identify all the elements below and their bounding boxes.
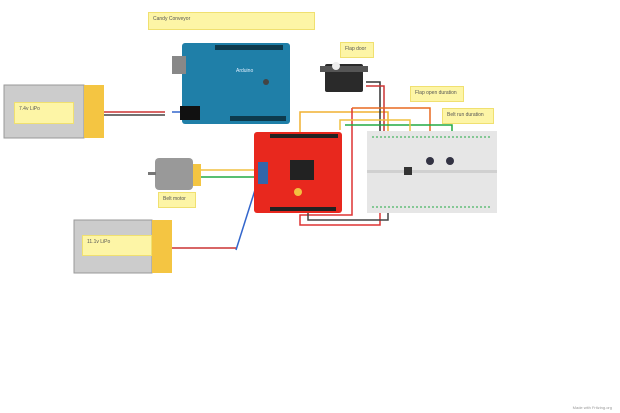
motor-note: Belt motor — [158, 192, 196, 208]
title-note: Candy Conveyor — [148, 12, 315, 30]
battery1-label: 7.4v LiPo — [14, 102, 74, 124]
potentiometer-belt[interactable] — [446, 157, 454, 165]
push-button[interactable] — [404, 167, 412, 175]
fritzing-footer: Made with Fritzing.org — [572, 405, 612, 410]
pot2-note: Belt run duration — [442, 108, 494, 124]
servo-note: Flap door — [340, 42, 374, 58]
servo — [320, 62, 368, 92]
arduino-logo: Arduino — [236, 68, 253, 74]
potentiometer-flap[interactable] — [426, 157, 434, 165]
battery2-label: 11.1v LiPo — [82, 235, 152, 256]
pot1-note: Flap open duration — [410, 86, 464, 102]
motor-shield — [254, 132, 342, 213]
breadboard — [367, 131, 497, 213]
arduino-uno: Arduino — [172, 43, 290, 124]
dc-motor — [148, 158, 201, 190]
